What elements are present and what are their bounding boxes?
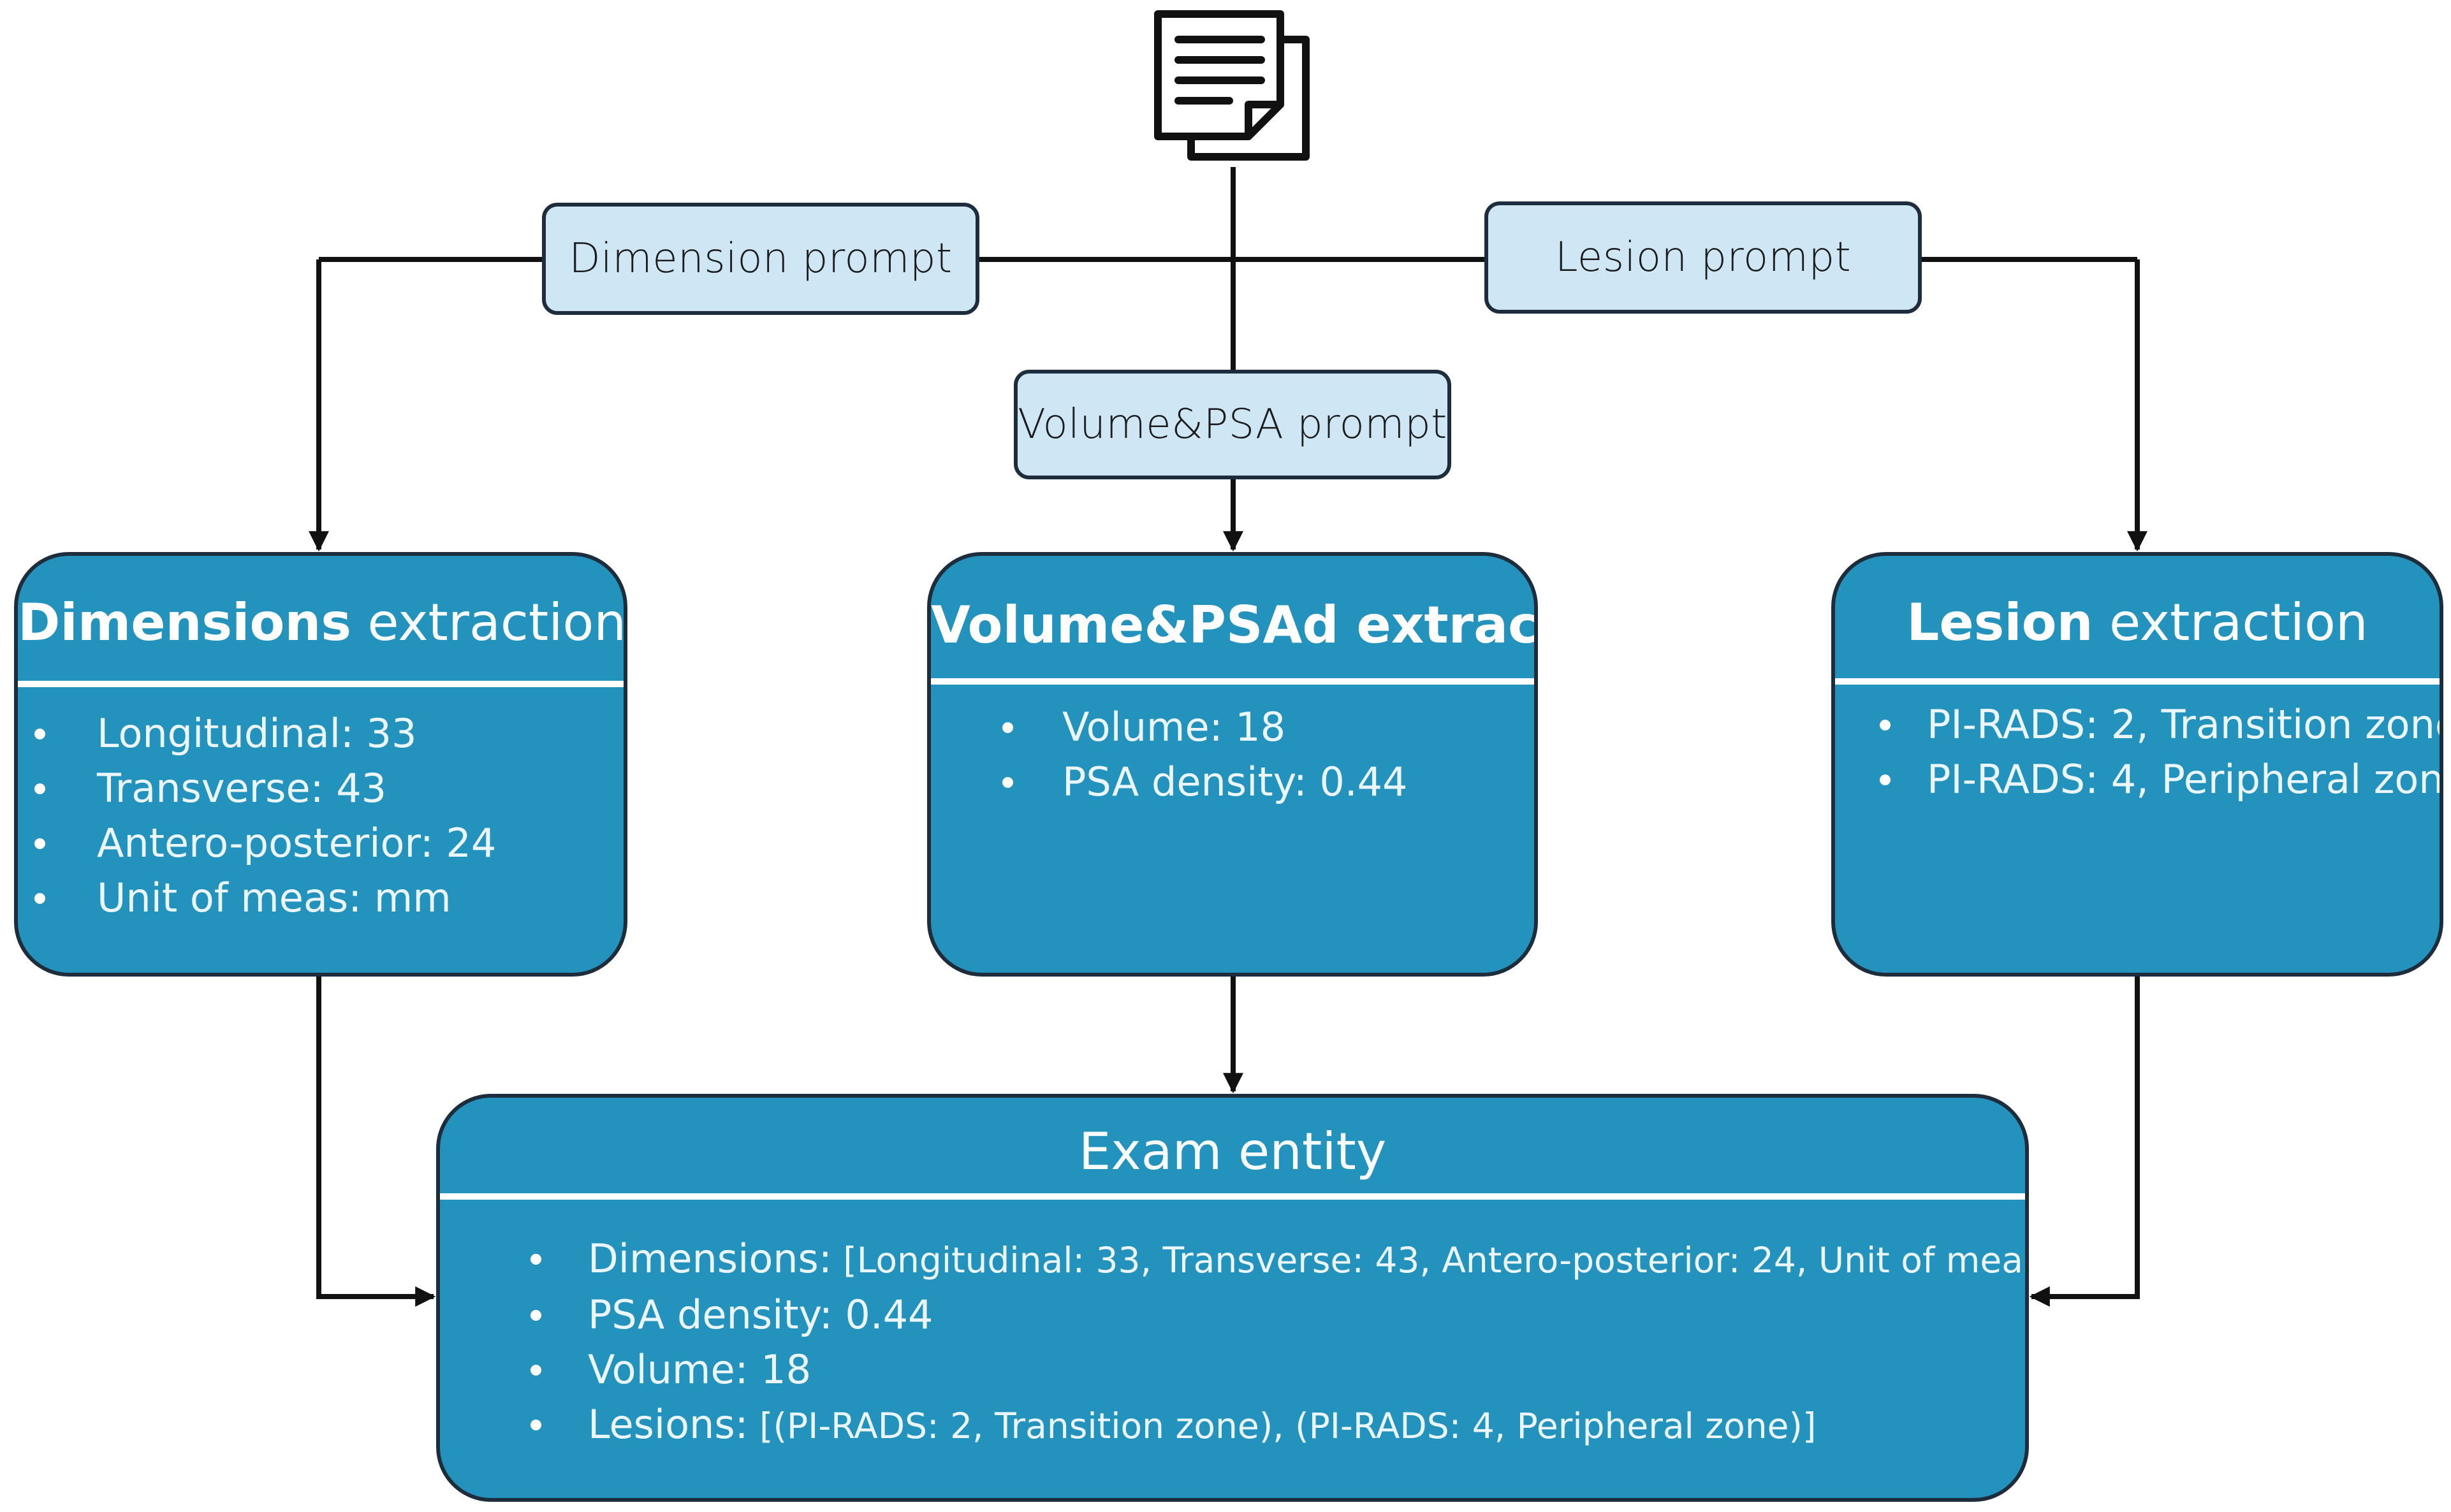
list-item: Antero-posterior: 24 (34, 816, 496, 871)
dimension-prompt-label: Dimension prompt (569, 235, 953, 282)
lesion-prompt: Lesion prompt (1484, 201, 1922, 314)
lesion-extraction-box: Lesion extraction PI-RADS: 2, Transition… (1831, 552, 2443, 977)
bullet (530, 1420, 541, 1430)
bullet (34, 783, 45, 794)
lesion-extraction-title: Lesion extraction (1906, 593, 2368, 652)
bullet (1880, 774, 1891, 785)
bullet (34, 893, 45, 904)
bullet (34, 729, 45, 739)
dimensions-divider (18, 681, 624, 687)
volume-psa-prompt-label: Volume&PSA prompt (1018, 401, 1447, 448)
list-item: Transverse: 43 (34, 761, 496, 816)
exam-entity-box: Exam entity Dimensions: [Longitudinal: 3… (436, 1094, 2029, 1502)
list-item: PSA density: 0.44 (530, 1288, 2025, 1342)
list-item: PSA density: 0.44 (1002, 755, 1407, 810)
lesion-divider (1835, 678, 2440, 685)
volume-psa-prompt: Volume&PSA prompt (1014, 370, 1451, 479)
volume-psad-extraction-title: Volume&PSAd extraction (931, 595, 1538, 655)
list-item: Volume: 18 (530, 1342, 2025, 1397)
bullet (34, 838, 45, 849)
document-icon (1154, 10, 1310, 161)
dimensions-extraction-box: Dimensions extraction Longitudinal: 33 T… (14, 552, 627, 977)
exam-list: Dimensions: [Longitudinal: 33, Transvers… (530, 1232, 2025, 1453)
bullet (530, 1365, 541, 1376)
lesion-prompt-label: Lesion prompt (1555, 234, 1852, 281)
dimension-prompt: Dimension prompt (542, 203, 979, 315)
list-item: Longitudinal: 33 (34, 706, 496, 761)
bullet (1880, 720, 1891, 731)
exam-divider (440, 1193, 2025, 1200)
list-item: PI-RADS: 2, Transition zone (1880, 697, 2440, 752)
bullet (1002, 777, 1013, 788)
bullet (530, 1310, 541, 1321)
dimensions-list: Longitudinal: 33 Transverse: 43 Antero-p… (34, 706, 496, 926)
dimensions-to-exam-arrow (316, 977, 436, 1307)
exam-entity-title: Exam entity (1078, 1122, 1387, 1181)
bullet (530, 1254, 541, 1265)
lesion-to-exam-arrow (2029, 977, 2140, 1307)
volume-list: Volume: 18 PSA density: 0.44 (1002, 700, 1407, 810)
volume-divider (931, 678, 1534, 685)
volume-psad-extraction-box: Volume&PSAd extraction Volume: 18 PSA de… (927, 552, 1538, 977)
list-item: Volume: 18 (1002, 700, 1407, 755)
list-item: Dimensions: [Longitudinal: 33, Transvers… (530, 1232, 2025, 1288)
bullet (1002, 722, 1013, 733)
list-item: Lesions: [(PI-RADS: 2, Transition zone),… (530, 1397, 2025, 1453)
list-item: PI-RADS: 4, Peripheral zone (1880, 752, 2440, 807)
dimensions-extraction-title: Dimensions extraction (18, 593, 627, 652)
lesion-list: PI-RADS: 2, Transition zone PI-RADS: 4, … (1880, 697, 2440, 807)
list-item: Unit of meas: mm (34, 871, 496, 926)
